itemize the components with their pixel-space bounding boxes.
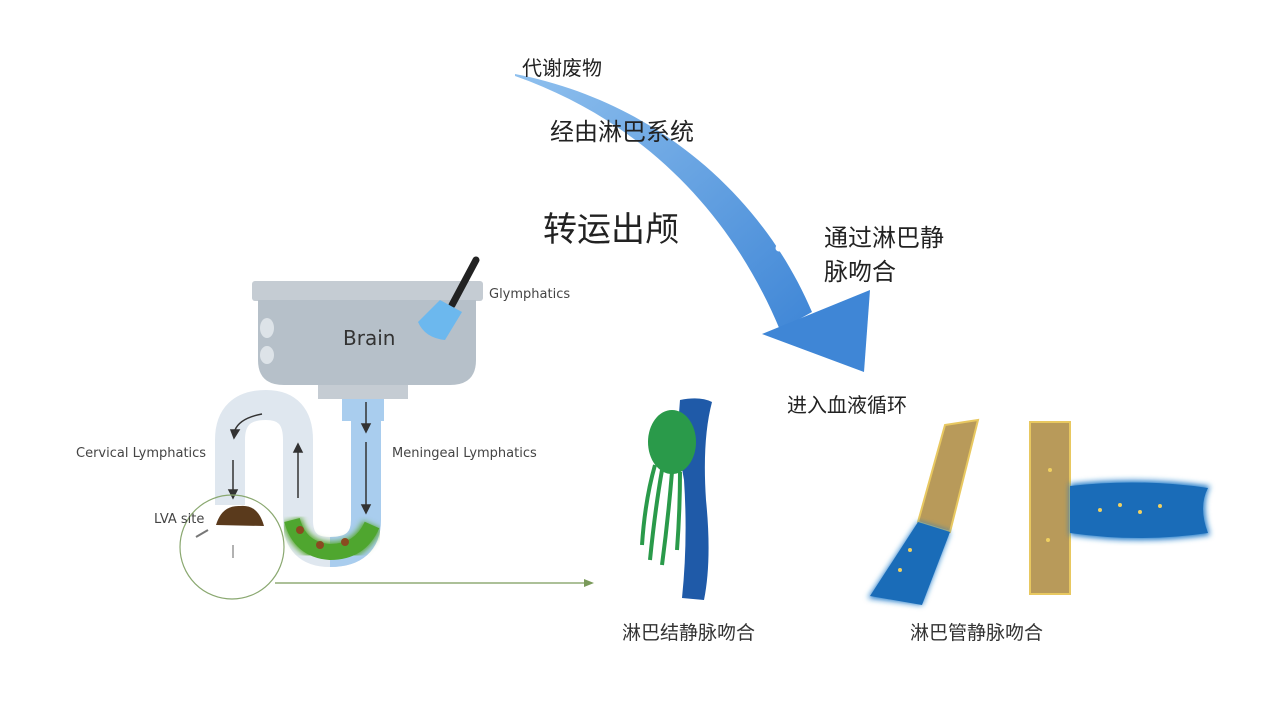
cervical-lymphatics-label: Cervical Lymphatics (76, 446, 207, 461)
caption-vessel-venous: 淋巴管静脉吻合 (910, 622, 1044, 644)
meningeal-lymphatics-label: Meningeal Lymphatics (392, 446, 537, 461)
flow-step-anastomosis-line2: 脉吻合 (824, 258, 896, 286)
flow-step-via-lymphatic: 经由淋巴系统 (550, 118, 694, 146)
caption-node-venous: 淋巴结静脉吻合 (622, 622, 756, 644)
lymph-vessel-venous-illustration (868, 418, 1210, 605)
flow-arrow (515, 74, 870, 372)
brain-label: Brain (343, 326, 396, 350)
flow-step-transport-out: 转运出颅 (543, 210, 679, 250)
flow-step-enter-blood: 进入血液循环 (787, 393, 907, 417)
flow-step-metabolic-waste: 代谢废物 (522, 56, 602, 80)
lva-site-label: LVA site (154, 512, 205, 527)
glymphatics-label: Glymphatics (489, 287, 571, 302)
lymph-node-venous-illustration (640, 398, 712, 600)
sink-illustration (179, 256, 594, 600)
flow-step-anastomosis-line1: 通过淋巴静 (824, 224, 944, 252)
